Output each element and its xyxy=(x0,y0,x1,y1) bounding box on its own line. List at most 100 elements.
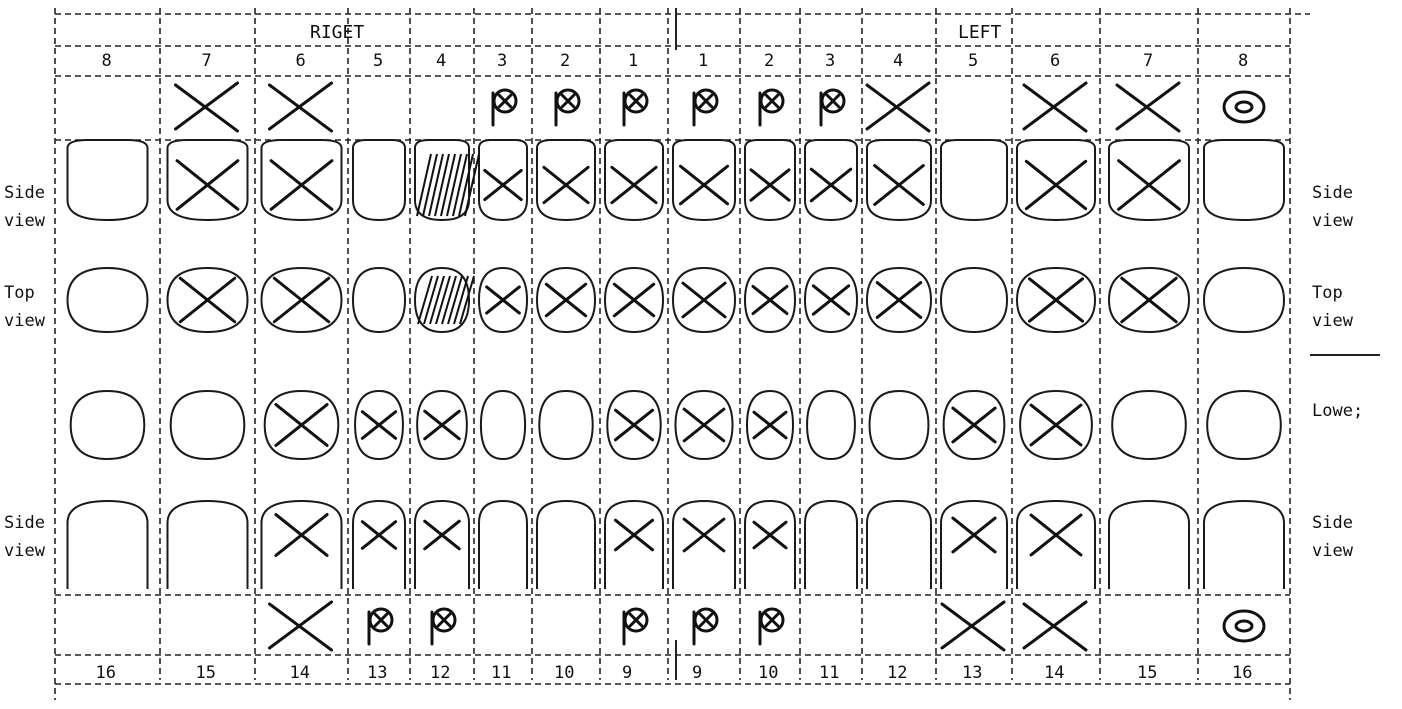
p-mark-x xyxy=(700,95,712,107)
lower-tooth-number: 10 xyxy=(554,663,574,683)
tooth-outline xyxy=(745,501,795,589)
tooth-outline xyxy=(537,501,595,589)
lower-tooth-numbers: 161514131211109910111213141516 xyxy=(96,663,1253,683)
upper-tooth-number: 1 xyxy=(698,51,708,71)
tooth-outline xyxy=(1112,391,1186,459)
hatch-line xyxy=(429,154,443,216)
tooth-x-mark xyxy=(425,521,460,549)
tooth-x-mark xyxy=(487,287,520,313)
side-label: Side xyxy=(1312,513,1353,533)
upper-tooth-number: 5 xyxy=(968,51,978,71)
tooth-outline xyxy=(745,140,795,220)
upper-tooth-number: 3 xyxy=(497,51,507,71)
tooth-outline xyxy=(68,268,148,332)
tooth-x-mark xyxy=(177,161,238,210)
hatch-line xyxy=(442,276,456,324)
side-label: Side xyxy=(4,513,45,533)
upper-tooth-number: 1 xyxy=(628,51,638,71)
upper-tooth-number: 4 xyxy=(893,51,903,71)
tooth-x-mark xyxy=(953,408,995,442)
tooth-x-mark xyxy=(877,283,921,318)
tooth-x-mark xyxy=(485,170,521,199)
x-mark xyxy=(270,602,332,650)
lower-tooth-number: 10 xyxy=(758,663,778,683)
tooth-x-mark xyxy=(1026,161,1085,208)
tooth-x-mark xyxy=(680,166,727,204)
tooth-x-mark xyxy=(684,519,724,551)
p-mark-x xyxy=(375,614,387,626)
hatch-line xyxy=(436,276,450,324)
tooth-outline xyxy=(1207,391,1281,459)
upper-tooth-number: 7 xyxy=(202,51,212,71)
tooth-outline xyxy=(415,501,469,589)
hatch-line xyxy=(447,154,461,216)
o-mark-inner xyxy=(1236,102,1252,112)
tooth-outline xyxy=(673,501,735,589)
side-label: view xyxy=(4,311,46,331)
x-mark xyxy=(942,602,1004,650)
side-label: Side xyxy=(1312,183,1353,203)
p-mark-x xyxy=(562,95,574,107)
tooth-outline xyxy=(941,268,1007,332)
tooth-outline xyxy=(71,391,145,459)
tooth-outline xyxy=(479,501,527,589)
tooth-outline xyxy=(605,140,663,220)
tooth-x-mark xyxy=(1119,161,1180,210)
tooth-x-mark xyxy=(754,412,786,438)
tooth-outline xyxy=(867,501,931,589)
lower-tooth-number: 13 xyxy=(367,663,387,683)
tooth-outline xyxy=(537,140,595,220)
side-label: view xyxy=(1312,311,1354,331)
hatch-line xyxy=(423,154,437,216)
chart-grid xyxy=(55,8,1380,700)
tooth-outline xyxy=(539,391,592,459)
x-mark xyxy=(1117,83,1179,131)
tooth-x-mark xyxy=(953,518,995,552)
hatch-line xyxy=(418,276,432,324)
p-mark-x xyxy=(766,95,778,107)
tooth-outline xyxy=(1109,501,1189,589)
tooth-x-mark xyxy=(544,167,588,202)
lower-treatment-marks xyxy=(270,602,1265,650)
tooth-outline xyxy=(68,501,148,589)
tooth-x-mark xyxy=(1031,405,1081,445)
hatch-line xyxy=(453,154,467,216)
side-label: view xyxy=(1312,541,1354,561)
hatch-line xyxy=(441,154,455,216)
tooth-outline xyxy=(353,140,405,220)
left-label: LEFT xyxy=(958,22,1002,43)
upper-tooth-number: 7 xyxy=(1143,51,1153,71)
x-mark xyxy=(1024,83,1086,131)
tooth-x-mark xyxy=(362,522,395,549)
tooth-outline xyxy=(353,501,405,589)
tooth-outline xyxy=(262,501,342,589)
p-mark-x xyxy=(438,614,450,626)
upper-tooth-number: 6 xyxy=(1050,51,1060,71)
tooth-x-mark xyxy=(362,412,395,439)
lower-tooth-number: 9 xyxy=(692,663,702,683)
tooth-x-mark xyxy=(612,167,656,202)
tooth-x-mark xyxy=(614,284,653,316)
lower-tooth-number: 14 xyxy=(290,663,310,683)
tooth-x-mark xyxy=(276,405,327,446)
lower-tooth-number: 15 xyxy=(1137,663,1157,683)
tooth-outline xyxy=(941,140,1007,220)
upper-tooth-number: 8 xyxy=(102,51,112,71)
tooth-outline xyxy=(171,391,245,459)
upper-tooth-number: 6 xyxy=(296,51,306,71)
hatch-line xyxy=(465,154,479,216)
x-mark xyxy=(176,83,238,131)
hatch-line xyxy=(424,276,438,324)
lower-tooth-number: 13 xyxy=(962,663,982,683)
tooth-x-mark xyxy=(1031,515,1081,555)
tooth-x-mark xyxy=(615,520,652,550)
hatch-line xyxy=(448,276,462,324)
tooth-x-mark xyxy=(813,286,848,314)
tooth-x-mark xyxy=(180,278,234,322)
tooth-x-mark xyxy=(546,284,585,316)
lower-tooth-number: 16 xyxy=(1232,663,1252,683)
lower-tooth-number: 16 xyxy=(96,663,116,683)
tooth-outline xyxy=(605,501,663,589)
tooth-outline xyxy=(805,501,857,589)
